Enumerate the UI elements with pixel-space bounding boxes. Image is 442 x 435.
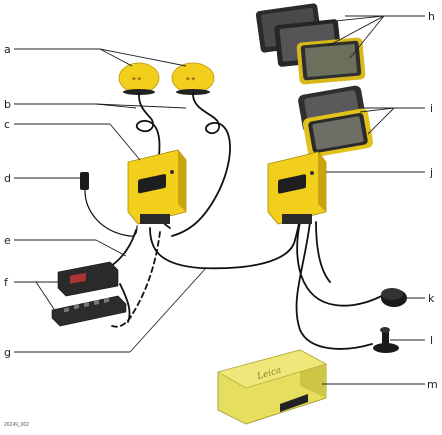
tablet-front xyxy=(296,37,366,85)
tablets-group-i xyxy=(298,85,374,158)
mushroom-antenna-l xyxy=(373,327,399,353)
antenna-left: ◈ ◈ xyxy=(118,62,160,95)
cables xyxy=(84,92,386,350)
label-i: i xyxy=(430,102,433,115)
label-k: k xyxy=(428,292,435,305)
tablets-group-h xyxy=(255,3,366,85)
receiver-c xyxy=(127,149,187,225)
svg-text:◈ ◈: ◈ ◈ xyxy=(132,76,141,82)
puck-k xyxy=(381,288,407,307)
module-f-top xyxy=(57,261,119,297)
label-a: a xyxy=(4,43,11,56)
tablet-small-front xyxy=(302,108,374,158)
label-j: j xyxy=(429,166,433,179)
label-f: f xyxy=(4,276,9,289)
callout-labels: a b c d e f g h i j k l m 26249_002 xyxy=(4,10,438,428)
label-c: c xyxy=(4,118,10,131)
label-m: m xyxy=(427,378,438,391)
label-h: h xyxy=(428,10,435,23)
label-g: g xyxy=(4,346,11,359)
label-d: d xyxy=(4,172,11,185)
antenna-right: ◈ ◈ xyxy=(171,62,215,95)
module-f-bottom xyxy=(51,295,127,327)
label-b: b xyxy=(4,98,11,111)
image-code: 26249_002 xyxy=(4,422,29,428)
carry-case-m: Leica xyxy=(217,349,327,425)
label-l: l xyxy=(430,334,433,347)
label-e: e xyxy=(4,234,11,247)
svg-text:◈ ◈: ◈ ◈ xyxy=(186,76,195,82)
receiver-j xyxy=(267,151,327,225)
sensor-d xyxy=(80,172,89,190)
leader-lines xyxy=(14,15,425,385)
